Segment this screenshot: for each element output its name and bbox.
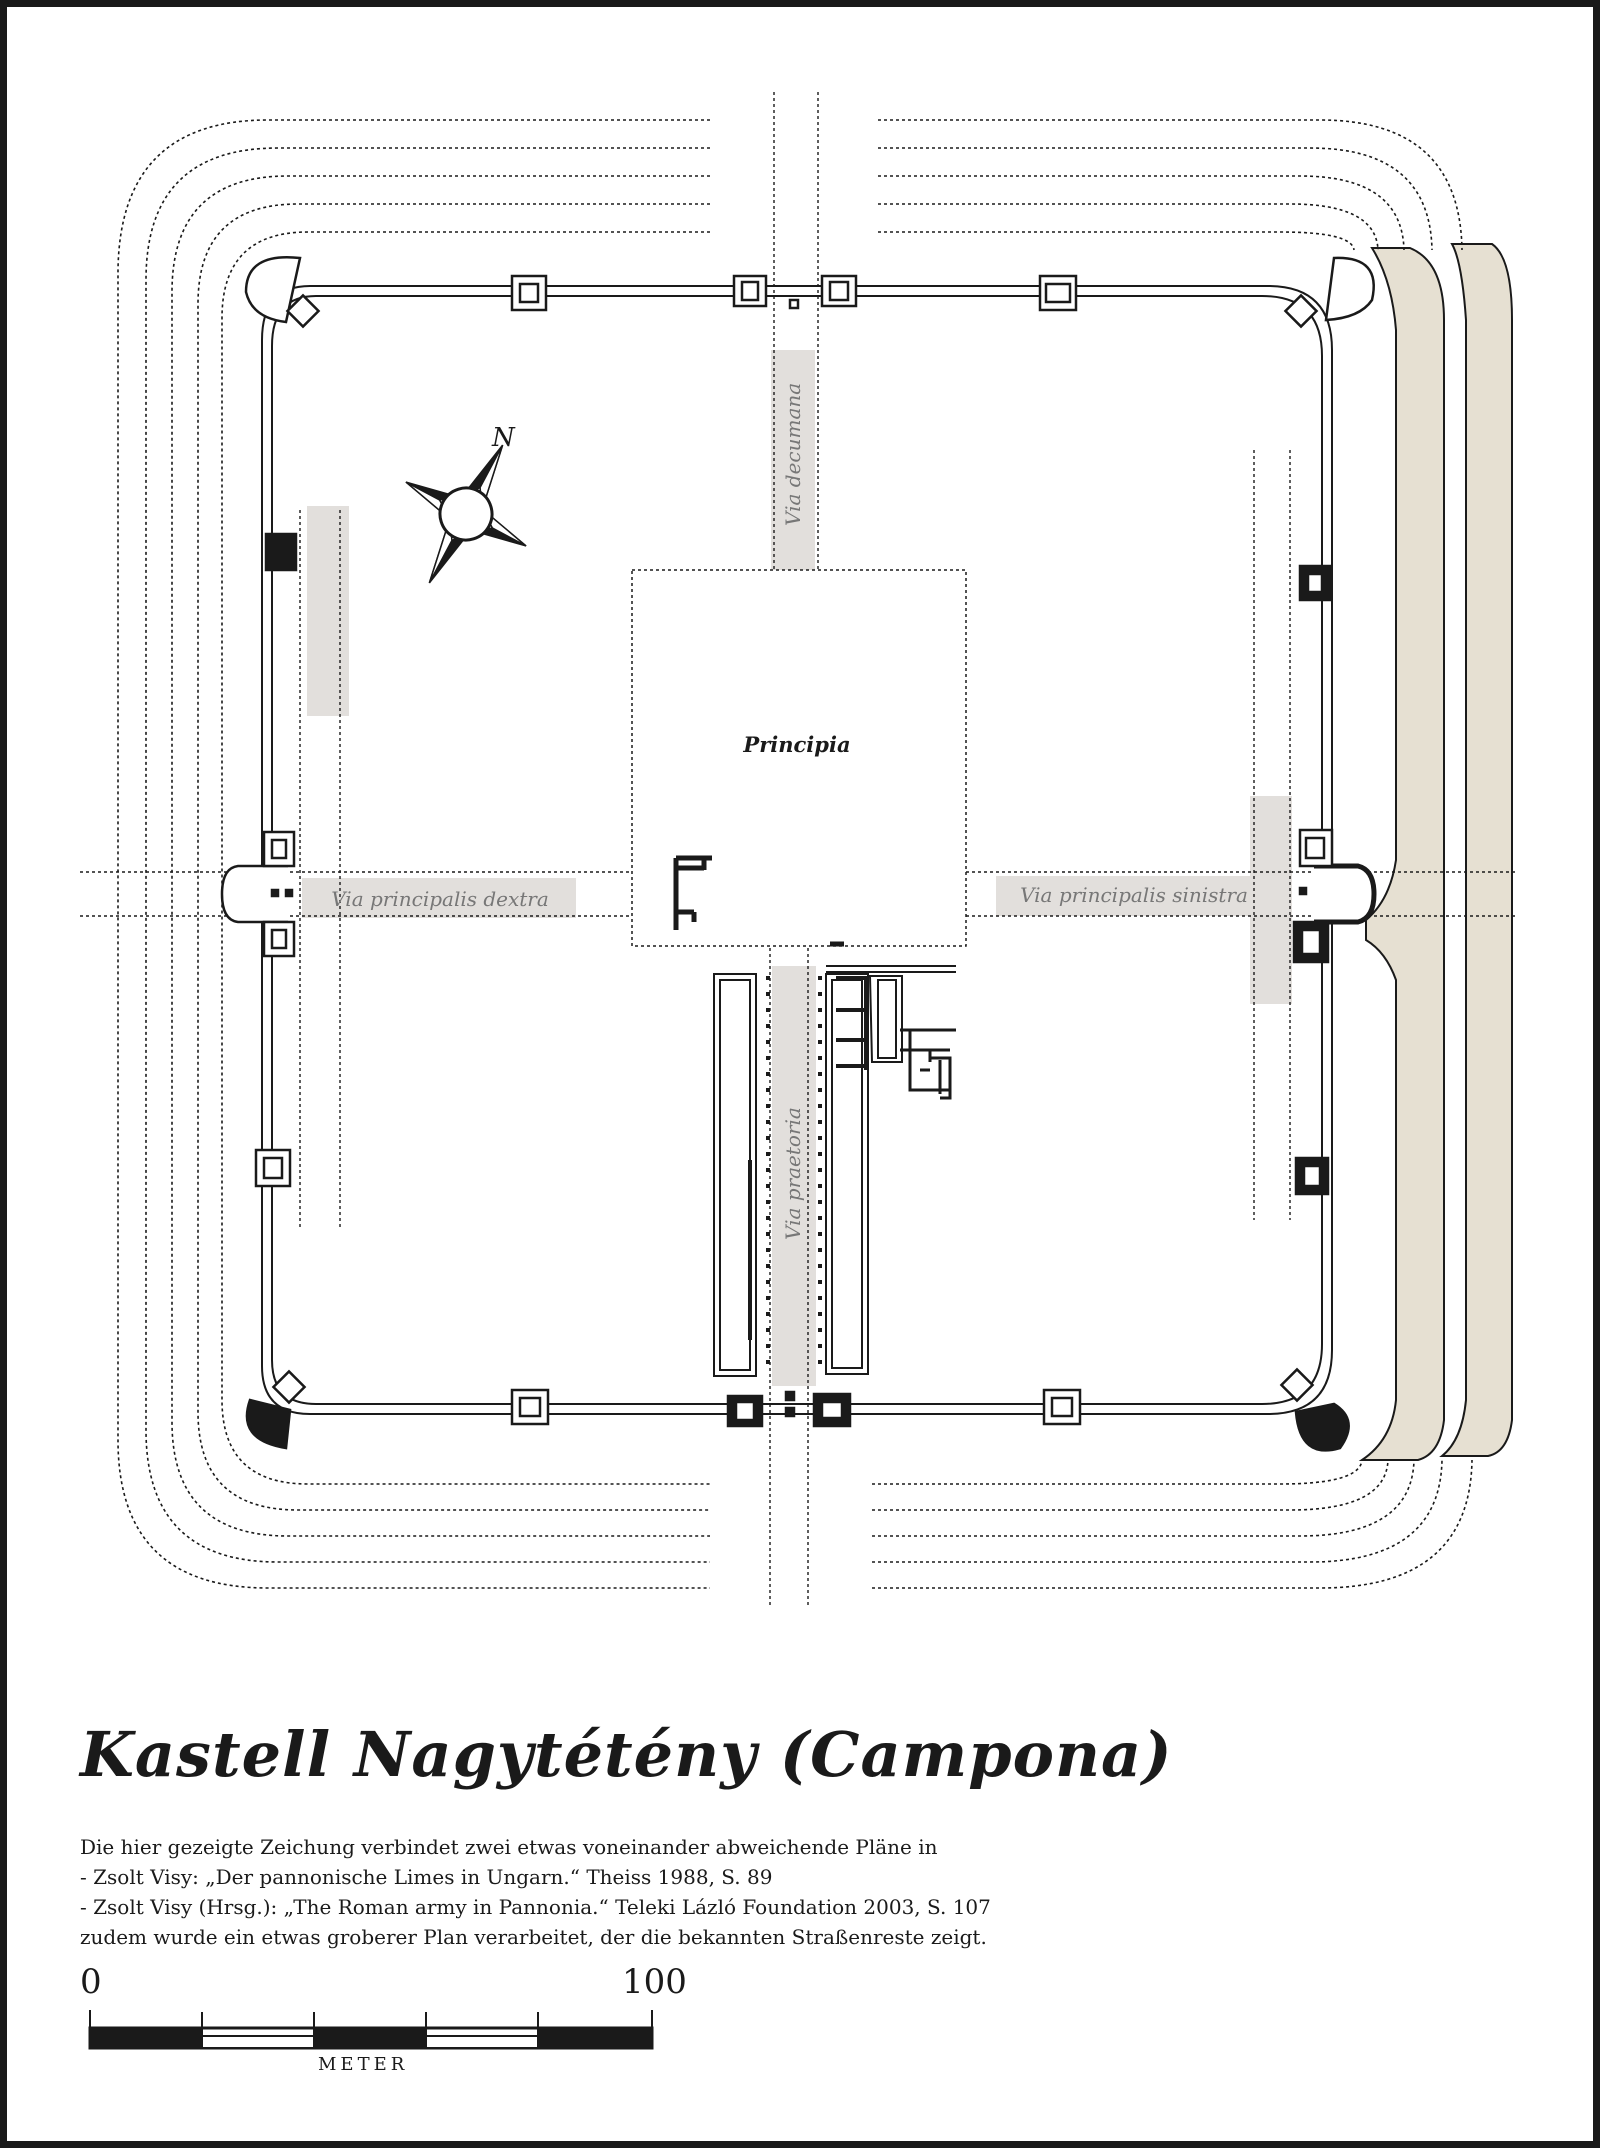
outer-ditches	[117, 119, 1473, 1589]
colonnade-dot	[818, 1280, 822, 1284]
colonnade-dot	[818, 1136, 822, 1140]
colonnade-dot	[818, 1328, 822, 1332]
colonnade-dot	[766, 1184, 770, 1188]
colonnade-dot	[766, 1120, 770, 1124]
principia-wall-remains	[673, 855, 844, 947]
road-lines	[80, 92, 1518, 1608]
colonnade-dot	[818, 1152, 822, 1156]
compass-rose	[405, 444, 527, 584]
side-road-strip-west	[307, 506, 349, 716]
colonnade-dot	[818, 992, 822, 996]
colonnade-dot	[818, 1168, 822, 1172]
scale-unit-label: METER	[318, 2054, 409, 2075]
colonnade-dot	[818, 1264, 822, 1268]
colonnade-dot	[766, 1056, 770, 1060]
fort-wall	[261, 285, 1333, 1415]
colonnade-dot	[766, 1312, 770, 1316]
colonnade-dot	[766, 1088, 770, 1092]
colonnade-dot	[766, 1232, 770, 1236]
source-line: - Zsolt Visy (Hrsg.): „The Roman army in…	[80, 1895, 991, 1919]
colonnade-dot	[818, 1072, 822, 1076]
colonnade-dot	[818, 1040, 822, 1044]
scale-end-label: 100	[622, 1962, 687, 2002]
east-ditches	[1358, 243, 1513, 1461]
colonnade-dot	[766, 1328, 770, 1332]
colonnade-dot	[766, 1152, 770, 1156]
via-praetoria-label: Via praetoria	[781, 1107, 805, 1240]
page-title: Kastell Nagytétény (Campona)	[80, 1718, 1173, 1791]
colonnade-dot	[766, 1168, 770, 1172]
colonnade-dot	[766, 1360, 770, 1364]
colonnade-dot	[766, 1040, 770, 1044]
gates	[220, 274, 1377, 1428]
via-decumana-label: Via decumana	[781, 383, 805, 526]
east-ditch-inner	[1358, 247, 1445, 1461]
colonnade-dot	[818, 1200, 822, 1204]
colonnade-dot	[766, 992, 770, 996]
principia-outline	[631, 569, 967, 947]
scale-bar	[88, 2010, 654, 2050]
colonnade-dot	[818, 1056, 822, 1060]
colonnade-dot	[818, 1120, 822, 1124]
colonnade-dot	[766, 1344, 770, 1348]
via-dextra-label: Via principalis dextra	[331, 887, 549, 911]
colonnade-dot	[818, 1216, 822, 1220]
colonnade-dot	[766, 1104, 770, 1108]
corner-towers	[244, 256, 1375, 1452]
east-ditch-outer	[1439, 243, 1513, 1457]
via-sinistra-strip	[996, 876, 1254, 916]
source-line: Die hier gezeigte Zeichung verbindet zwe…	[80, 1835, 938, 1859]
colonnade-dot	[766, 1296, 770, 1300]
barracks	[713, 965, 956, 1377]
source-line: zudem wurde ein etwas groberer Plan vera…	[80, 1925, 987, 1949]
source-notes: Die hier gezeigte Zeichung verbindet zwe…	[80, 1832, 991, 1952]
via-decumana-strip	[771, 350, 815, 572]
colonnade-dot	[818, 1296, 822, 1300]
colonnade-dot	[766, 1008, 770, 1012]
colonnade-dot	[818, 1088, 822, 1092]
colonnade-dot	[818, 1344, 822, 1348]
principia-label: Principia	[742, 732, 850, 757]
compass-north-label: N	[491, 423, 516, 453]
colonnade-dots	[766, 976, 822, 1364]
colonnade-dot	[766, 976, 770, 980]
colonnade-dot	[818, 1360, 822, 1364]
source-line: - Zsolt Visy: „Der pannonische Limes in …	[80, 1865, 773, 1889]
colonnade-dot	[766, 1216, 770, 1220]
colonnade-dot	[818, 1104, 822, 1108]
colonnade-dot	[818, 1232, 822, 1236]
colonnade-dot	[766, 1264, 770, 1268]
colonnade-dot	[766, 1136, 770, 1140]
colonnade-dot	[766, 1072, 770, 1076]
via-sinistra-label: Via principalis sinistra	[1020, 883, 1248, 907]
colonnade-dot	[818, 1008, 822, 1012]
colonnade-dot	[766, 1280, 770, 1284]
scale-start-label: 0	[80, 1962, 102, 2002]
colonnade-dot	[818, 976, 822, 980]
colonnade-dot	[818, 1024, 822, 1028]
colonnade-dot	[766, 1248, 770, 1252]
interval-towers	[254, 274, 1332, 1426]
side-road-strip-east	[1250, 796, 1292, 1004]
colonnade-dot	[766, 1024, 770, 1028]
colonnade-dot	[818, 1248, 822, 1252]
colonnade-dot	[818, 1312, 822, 1316]
colonnade-dot	[766, 1200, 770, 1204]
via-dextra-strip	[302, 878, 576, 918]
colonnade-dot	[818, 1184, 822, 1188]
